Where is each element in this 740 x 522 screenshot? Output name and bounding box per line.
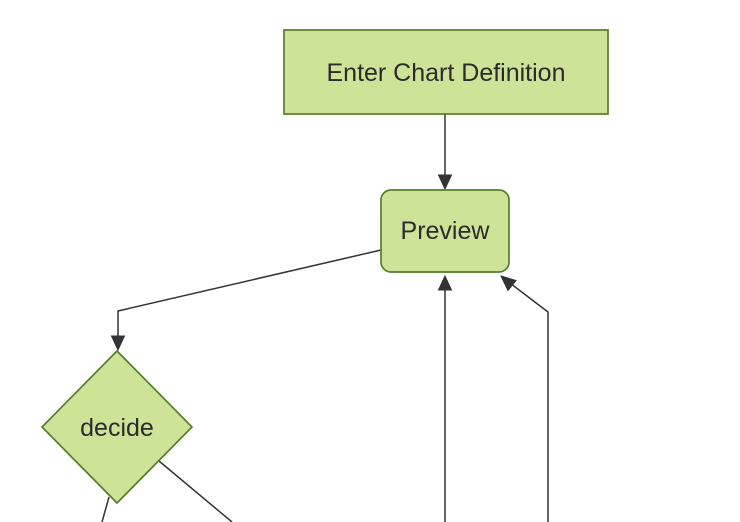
node-enter-chart-definition-label: Enter Chart Definition [326,59,565,87]
node-preview-label: Preview [401,217,491,245]
node-preview: Preview [380,189,510,273]
edge-enter-to-preview [437,114,453,191]
node-decide: decide [40,349,194,505]
edge-preview-to-decide-line [117,249,382,337]
edge-bottom-to-preview [437,274,453,522]
edge-decide-to-bottom-left [101,496,110,522]
node-decide-label: decide [80,414,154,442]
arrowhead-up-left-icon [500,275,517,292]
arrowhead-up-icon [437,274,453,291]
node-decide-shape [40,349,194,505]
node-preview-shape [380,189,510,273]
edge-decide-to-bottom-right [158,460,233,522]
node-enter-chart-definition: Enter Chart Definition [283,29,609,115]
edge-bottom-right-to-preview [500,275,549,522]
arrowhead-down-icon [110,335,126,352]
edge-bottom-right-to-preview-line [505,279,549,522]
node-enter-chart-definition-shape [283,29,609,115]
arrowhead-down-icon [437,174,453,191]
edge-preview-to-decide [110,249,382,352]
